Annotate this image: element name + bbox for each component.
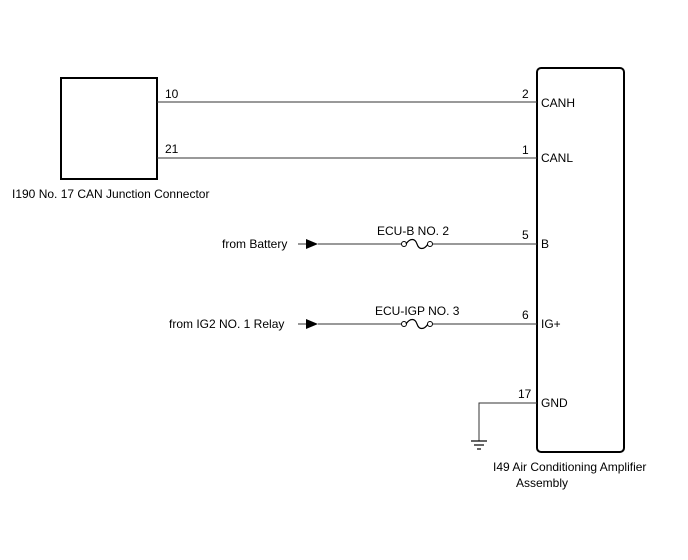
battery-arrow-icon	[306, 239, 318, 249]
amp-pin-num-b: 5	[522, 228, 529, 242]
ecu-b-fuse-terminal-right	[427, 241, 433, 247]
ecu-igp-fuse-terminal-right	[427, 321, 433, 327]
ig2-source-label: from IG2 NO. 1 Relay	[169, 317, 284, 331]
amp-pin-num-canl: 1	[522, 143, 529, 157]
amp-pin-num-gnd: 17	[518, 387, 532, 401]
amp-pin-name-gnd: GND	[541, 396, 568, 410]
amp-pin-num-canh: 2	[522, 87, 529, 101]
ecu-b-fuse-terminal-left	[401, 241, 407, 247]
ig2-arrow-icon	[306, 319, 318, 329]
amplifier-box	[536, 67, 625, 453]
junction-connector-box	[60, 77, 158, 180]
ecu-igp-fuse-label: ECU-IGP NO. 3	[375, 304, 460, 318]
amp-pin-name-canl: CANL	[541, 151, 573, 165]
junction-connector-label: I190 No. 17 CAN Junction Connector	[12, 187, 209, 201]
amp-pin-name-canh: CANH	[541, 96, 575, 110]
ecu-igp-fuse-terminal-left	[401, 321, 407, 327]
amp-pin-name-b: B	[541, 237, 549, 251]
battery-source-label: from Battery	[222, 237, 287, 251]
amplifier-label-line2: Assembly	[516, 476, 568, 490]
amp-pin-num-igplus: 6	[522, 308, 529, 322]
amplifier-label-line1: I49 Air Conditioning Amplifier	[493, 460, 646, 474]
gnd-wire	[478, 402, 537, 441]
ecu-igp-fuse-icon	[405, 318, 429, 330]
ecu-b-fuse-label: ECU-B NO. 2	[377, 224, 449, 238]
junction-pin-canh: 10	[165, 87, 179, 101]
amp-pin-name-igplus: IG+	[541, 317, 561, 331]
ecu-b-fuse-icon	[405, 238, 429, 250]
junction-pin-canl: 21	[165, 142, 179, 156]
